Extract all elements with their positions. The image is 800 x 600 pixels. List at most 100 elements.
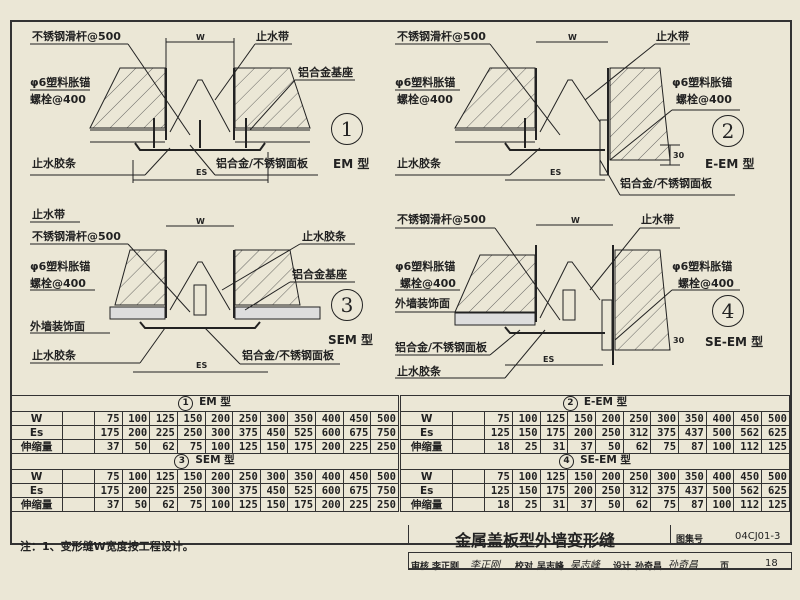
value-cell: 125 — [539, 469, 569, 484]
row-label: W — [399, 411, 454, 426]
value-cell: 100 — [511, 411, 541, 426]
value-cell: 562 — [733, 425, 763, 440]
value-cell: 400 — [315, 469, 344, 484]
review-label: 审核 — [411, 562, 430, 572]
value-cell: 125 — [761, 439, 790, 454]
label-slide-rod: 不锈钢滑杆@500 — [397, 30, 486, 43]
page-label: 页 — [720, 562, 730, 572]
value-cell: 75 — [176, 439, 206, 454]
value-cell: 200 — [204, 411, 234, 426]
design-note: 注：1、变形缝W宽度按工程设计。 — [20, 540, 194, 553]
value-cell: 450 — [342, 411, 372, 426]
table-section-header: 3 SEM 型 — [10, 453, 399, 470]
designer-signature: 孙奇昌 — [668, 560, 698, 571]
value-cell: 400 — [705, 411, 735, 426]
value-cell: 562 — [733, 483, 763, 498]
value-cell: 300 — [650, 469, 680, 484]
value-cell: 400 — [315, 411, 344, 426]
value-cell: 312 — [622, 483, 652, 498]
value-cell: 225 — [149, 425, 178, 440]
label-bolt-2: 螺栓@400 — [678, 277, 734, 290]
value-cell: 750 — [370, 425, 399, 440]
designer-name: 孙奇昌 — [635, 562, 663, 572]
blank-cell — [452, 483, 486, 498]
value-cell: 75 — [650, 439, 680, 454]
label-anchor-2: φ6塑料胀锚 — [672, 260, 733, 273]
value-cell: 375 — [232, 425, 261, 440]
label-waterstop: 止水带 — [32, 208, 65, 221]
page-number: 18 — [765, 558, 778, 569]
row-label: 伸缩量 — [9, 439, 64, 454]
value-cell: 200 — [121, 425, 151, 440]
value-cell: 375 — [650, 425, 680, 440]
value-cell: 112 — [733, 439, 763, 454]
value-cell: 175 — [287, 497, 317, 512]
label-es: ES — [196, 361, 208, 370]
label-seal-strip-top: 止水胶条 — [302, 230, 346, 243]
row-label: 伸缩量 — [9, 497, 64, 512]
label-waterstop: 止水带 — [656, 30, 689, 43]
value-cell: 150 — [259, 439, 289, 454]
value-cell: 437 — [678, 483, 707, 498]
value-cell: 75 — [93, 411, 123, 426]
value-cell: 437 — [678, 425, 707, 440]
value-cell: 100 — [121, 411, 151, 426]
value-cell: 525 — [287, 425, 317, 440]
value-cell: 750 — [370, 483, 399, 498]
value-cell: 150 — [511, 483, 541, 498]
signature-row — [408, 552, 792, 570]
value-cell: 75 — [650, 497, 680, 512]
value-cell: 75 — [176, 497, 206, 512]
value-cell: 175 — [93, 425, 123, 440]
value-cell: 125 — [539, 411, 569, 426]
value-cell: 150 — [567, 469, 596, 484]
value-cell: 150 — [567, 411, 596, 426]
label-seal-strip: 止水胶条 — [397, 157, 441, 170]
value-cell: 250 — [232, 411, 261, 426]
label-facade: 外墙装饰面 — [30, 320, 85, 333]
value-cell: 312 — [622, 425, 652, 440]
label-anchor: φ6塑料胀锚 — [395, 260, 456, 273]
value-cell: 150 — [176, 469, 206, 484]
blank-cell — [62, 425, 95, 440]
label-slide-rod: 不锈钢滑杆@500 — [32, 30, 121, 43]
reviewer-signature: 李正刚 — [470, 560, 500, 571]
section-number: 3 — [174, 454, 190, 469]
value-cell: 200 — [567, 425, 596, 440]
value-cell: 450 — [733, 469, 763, 484]
value-cell: 400 — [705, 469, 735, 484]
label-w: W — [196, 33, 205, 42]
label-anchor: φ6塑料胀锚 — [395, 76, 456, 89]
value-cell: 625 — [761, 483, 790, 498]
value-cell: 450 — [259, 425, 289, 440]
reviewer-name: 李正刚 — [432, 562, 460, 572]
value-cell: 125 — [761, 497, 790, 512]
value-cell: 200 — [204, 469, 234, 484]
drawing-frame — [10, 20, 792, 545]
blank-cell — [62, 439, 95, 454]
value-cell: 300 — [259, 469, 289, 484]
value-cell: 250 — [232, 469, 261, 484]
value-cell: 450 — [259, 483, 289, 498]
value-cell: 250 — [370, 497, 399, 512]
section-title: SEM 型 — [195, 454, 235, 466]
value-cell: 62 — [622, 497, 652, 512]
label-w: W — [568, 33, 577, 42]
label-seal-strip: 止水胶条 — [32, 349, 76, 362]
row-label: W — [399, 469, 454, 484]
value-cell: 350 — [678, 411, 707, 426]
value-cell: 250 — [622, 469, 652, 484]
value-cell: 50 — [594, 439, 624, 454]
value-cell: 250 — [176, 425, 206, 440]
value-cell: 250 — [594, 425, 624, 440]
section-title: SE-EM 型 — [580, 454, 631, 466]
value-cell: 87 — [678, 439, 707, 454]
blank-cell — [452, 425, 486, 440]
